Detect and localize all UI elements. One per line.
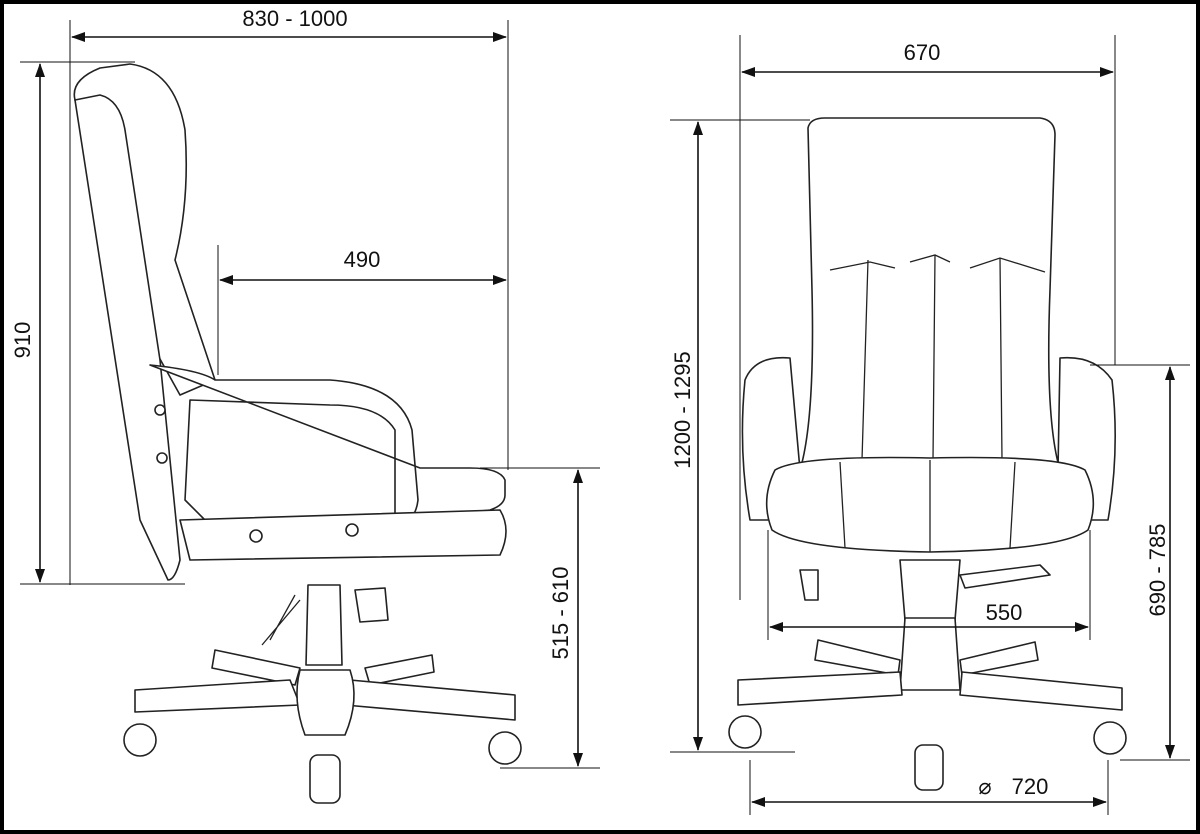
back-height-label: 910	[10, 322, 35, 359]
base-diameter-label: 720	[1012, 774, 1049, 799]
side-view-dimensions: 830 - 1000 910 490 515 - 610	[10, 6, 600, 769]
overall-height-label: 1200 - 1295	[670, 351, 695, 468]
armrest-height-label: 690 - 785	[1145, 524, 1170, 617]
front-view-dimensions: 670 1200 - 1295 690 - 785 550 ⌀ 720	[670, 35, 1190, 815]
overall-depth-label: 830 - 1000	[242, 6, 347, 31]
diameter-symbol: ⌀	[978, 774, 991, 799]
front-view-chair	[728, 117, 1127, 791]
seat-depth-label: 490	[344, 247, 381, 272]
seat-width-label: 550	[986, 600, 1023, 625]
side-view-chair	[73, 63, 522, 804]
seat-height-label: 515 - 610	[548, 567, 573, 660]
overall-width-label: 670	[904, 40, 941, 65]
